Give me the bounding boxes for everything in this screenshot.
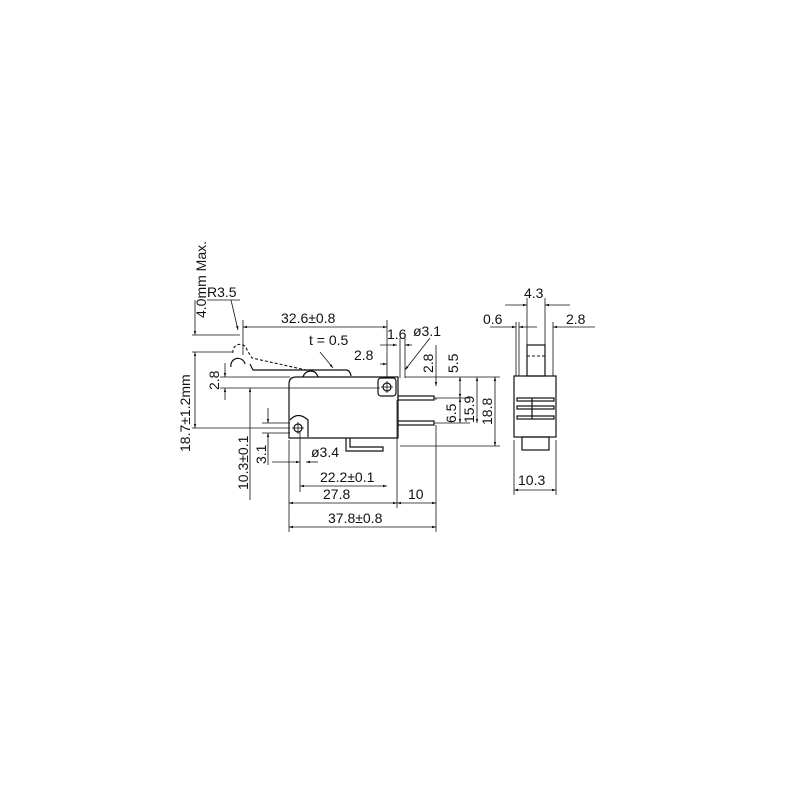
dim-roller-offset: 2.8 <box>206 370 222 390</box>
dim-terminal-span: 15.9 <box>461 396 477 423</box>
dim-roller-radius: R3.5 <box>207 284 237 300</box>
side-view: 4.3 0.6 2.8 10.3 <box>483 285 595 495</box>
dim-overtravel-max: 4.0mm Max. <box>193 241 209 318</box>
dim-overall-height: 18.8 <box>479 398 495 425</box>
side-plunger <box>526 344 546 377</box>
plunger-bump <box>302 370 319 378</box>
dim-upper-hole-dia: ø3.1 <box>413 323 441 339</box>
side-terminals <box>516 397 555 420</box>
roller <box>230 357 246 368</box>
upper-mount-hole <box>377 377 397 397</box>
terminals <box>345 395 435 452</box>
dimension-lines <box>192 299 500 532</box>
dim-hole-spacing: 22.2±0.1 <box>320 469 375 485</box>
dim-plunger-width: 4.3 <box>524 285 544 301</box>
dim-lever-thickness: t = 0.5 <box>309 332 349 348</box>
dim-terminal-top: 5.5 <box>445 353 461 373</box>
dim-mount-hole-height: 10.3±0.1 <box>235 435 251 490</box>
dim-hole-x-offset: 2.8 <box>354 347 374 363</box>
dim-edge-offset: 0.6 <box>483 311 503 327</box>
dim-lower-hole-dia: ø3.4 <box>311 444 339 460</box>
switch-body <box>288 376 399 439</box>
side-dimension-lines <box>490 298 595 495</box>
dim-terminal-length: 10 <box>408 486 424 502</box>
lever <box>249 363 352 377</box>
lower-mount-hole <box>289 414 309 437</box>
dim-body-width: 10.3 <box>518 472 545 488</box>
dim-hole-edge-offset: 1.6 <box>387 326 407 342</box>
dim-overall-length: 37.8±0.8 <box>328 510 383 526</box>
dim-hole-offset: 3.1 <box>253 444 269 464</box>
dim-terminal-width: 2.8 <box>566 311 586 327</box>
front-view: 32.6±0.8 t = 0.5 R3.5 4.0mm Max. 18.7±1.… <box>177 241 500 532</box>
dim-operating-height: 18.7±1.2mm <box>177 374 193 452</box>
side-tab <box>521 436 550 451</box>
dim-body-length: 27.8 <box>323 486 350 502</box>
dim-lever-length: 32.6±0.8 <box>281 310 336 326</box>
dim-hole-y-offset: 2.8 <box>420 353 436 373</box>
dim-terminal-pitch: 6.5 <box>443 403 459 423</box>
lever-pressed <box>232 343 316 373</box>
